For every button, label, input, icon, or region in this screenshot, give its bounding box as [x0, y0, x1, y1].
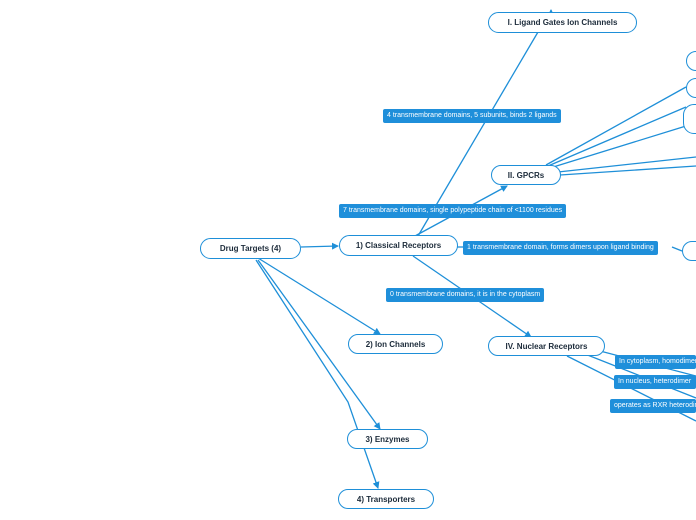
node-classical-receptors[interactable]: 1) Classical Receptors	[339, 235, 458, 256]
label-gpcr: 7 transmembrane domains, single polypept…	[339, 204, 567, 218]
edge-gpcr-1	[545, 86, 687, 166]
edge-root-transporters	[255, 259, 380, 489]
edge-gpcr-3	[549, 125, 687, 169]
node-nuclear-receptors[interactable]: IV. Nuclear Receptors	[488, 336, 605, 356]
label-kinase: 1 transmembrane domain, forms dimers upo…	[463, 241, 658, 255]
node-enzymes[interactable]: 3) Enzymes	[347, 429, 428, 449]
label-nucleus-heterodimer: In nucleus, heterodimer	[614, 375, 696, 389]
node-ion-channels[interactable]: 2) Ion Channels	[348, 334, 443, 354]
label-cytoplasm-homodimer: In cytoplasm, homodimer	[615, 355, 696, 369]
edge-classical-ligand-gated	[417, 31, 539, 237]
node-kinase-receptor[interactable]	[682, 241, 696, 261]
edge-gpcr-5	[559, 165, 696, 176]
edge-gpcr-2	[547, 106, 687, 167]
label-rxr-heterodimer: operates as RXR heterodimer	[610, 399, 696, 413]
edge-root-enzymes	[257, 259, 381, 430]
node-gpcr-child-3[interactable]	[683, 104, 696, 134]
edge-gpcr-4	[557, 156, 696, 173]
node-transporters[interactable]: 4) Transporters	[338, 489, 434, 509]
label-ligand-gated: 4 transmembrane domains, 5 subunits, bin…	[383, 109, 561, 123]
node-drug-targets[interactable]: Drug Targets (4)	[200, 238, 301, 259]
edge-root-classical	[300, 242, 339, 250]
label-nuclear: 0 transmembrane domains, it is in the cy…	[386, 288, 545, 302]
node-gpcrs[interactable]: II. GPCRs	[491, 165, 561, 185]
node-ligand-gated-ion-channels[interactable]: I. Ligand Gates Ion Channels	[488, 12, 637, 33]
edge-kinase-right	[671, 246, 683, 252]
edge-root-ion-channels	[257, 257, 381, 335]
